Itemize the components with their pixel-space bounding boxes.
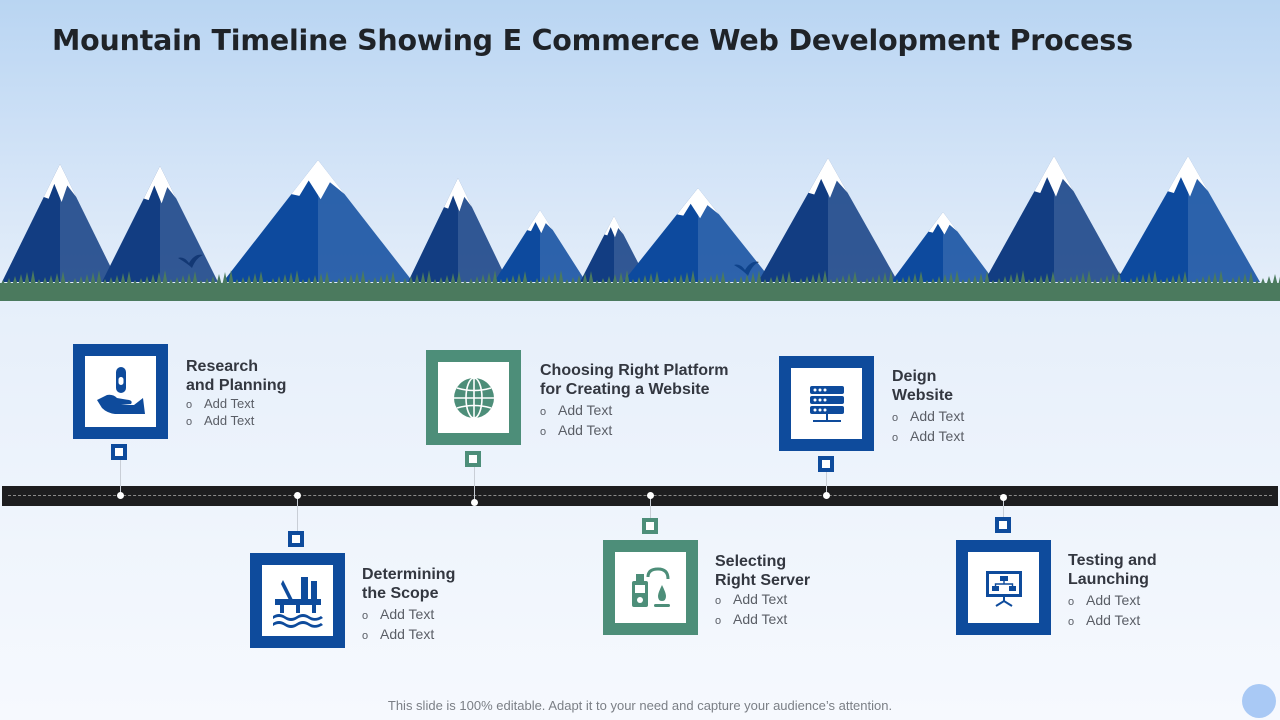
- bullet-item: Add Text: [892, 407, 964, 427]
- mountain-peak: [1054, 156, 1124, 282]
- bullet-item: Add Text: [1068, 591, 1157, 611]
- timeline-road: [2, 486, 1278, 506]
- mountain-snowcap: [291, 160, 345, 200]
- mountain-snowcap: [143, 166, 177, 204]
- slide-title: Mountain Timeline Showing E Commerce Web…: [52, 24, 1133, 57]
- mountain-snowcap: [527, 210, 553, 234]
- globe-icon: [453, 376, 494, 419]
- stage-title: Determining: [362, 566, 456, 583]
- bullet-item: Add Text: [715, 590, 810, 610]
- mountain-snowcap: [43, 164, 77, 202]
- mountain-peak: [408, 178, 458, 282]
- stage-title: Deign: [892, 368, 937, 385]
- timeline-node: [288, 531, 304, 547]
- mountain-peak: [1188, 156, 1260, 282]
- timeline-node: [642, 518, 658, 534]
- flowchart-board-icon: [985, 570, 1022, 607]
- timeline-node: [818, 456, 834, 472]
- mountain-snowcap: [444, 178, 472, 212]
- server-rack-icon: [809, 385, 844, 422]
- mountain-peak: [828, 158, 898, 282]
- stage-icon-card: [250, 553, 345, 648]
- mountain-peak: [2, 164, 60, 282]
- bullet-item: Add Text: [715, 610, 810, 630]
- mountain-snowcap: [928, 212, 958, 235]
- stage-icon-card: [956, 540, 1051, 635]
- timeline-node: [995, 517, 1011, 533]
- stage-title: Choosing Right Platform: [540, 362, 729, 379]
- footer-note: This slide is 100% editable. Adapt it to…: [387, 698, 893, 713]
- stage-icon-card: [426, 350, 521, 445]
- bullet-item: Add Text: [186, 396, 286, 413]
- water-dispenser-icon: [631, 566, 670, 607]
- stage-title: the Scope: [362, 585, 439, 602]
- stage-icon-card: [603, 540, 698, 635]
- bullet-item: Add Text: [362, 605, 455, 625]
- mountain-peak: [943, 212, 995, 282]
- mountain-peak: [1116, 156, 1188, 282]
- timeline-node: [465, 451, 481, 467]
- mountain-snowcap: [808, 158, 848, 198]
- bullet-item: Add Text: [540, 421, 728, 441]
- stage-icon-card: [779, 356, 874, 451]
- mountain-snowcap: [1034, 156, 1074, 197]
- timeline-node: [111, 444, 127, 460]
- mountain-snowcap: [604, 216, 624, 238]
- stage-title: and Planning: [186, 377, 287, 394]
- stage-title: Launching: [1068, 571, 1149, 588]
- offshore-rig-icon: [272, 576, 323, 628]
- stage-title: Right Server: [715, 572, 811, 589]
- mountain-snowcap: [1167, 156, 1209, 197]
- hand-holding-test-tube-icon: [96, 366, 145, 414]
- stage-title: Website: [892, 387, 954, 404]
- stage-title: Research: [186, 358, 259, 375]
- stage-title: Selecting: [715, 553, 787, 570]
- grass-blades: [0, 270, 1280, 286]
- stage-title: Testing and: [1068, 552, 1157, 569]
- mountain-peak: [494, 210, 540, 282]
- bullet-item: Add Text: [186, 413, 286, 430]
- mountain-peak: [60, 164, 118, 282]
- bullet-item: Add Text: [1068, 611, 1157, 631]
- bullet-item: Add Text: [540, 401, 728, 421]
- bullet-item: Add Text: [362, 625, 455, 645]
- grass-band: [0, 283, 1280, 301]
- mountain-peak: [984, 156, 1054, 282]
- mountain-snowcap: [677, 188, 719, 219]
- stage-icon-card: [73, 344, 168, 439]
- mountain-peak: [891, 212, 943, 282]
- bullet-item: Add Text: [892, 427, 964, 447]
- grass-strip: [0, 270, 1280, 301]
- mountain-range-illustration: [0, 156, 1280, 301]
- stage-title: for Creating a Website: [540, 381, 710, 398]
- corner-circle-decoration: [1242, 684, 1276, 718]
- mountain-peak: [540, 210, 586, 282]
- mountain-peak: [758, 158, 828, 282]
- mountains: [2, 156, 1260, 282]
- mountain-peak: [458, 178, 508, 282]
